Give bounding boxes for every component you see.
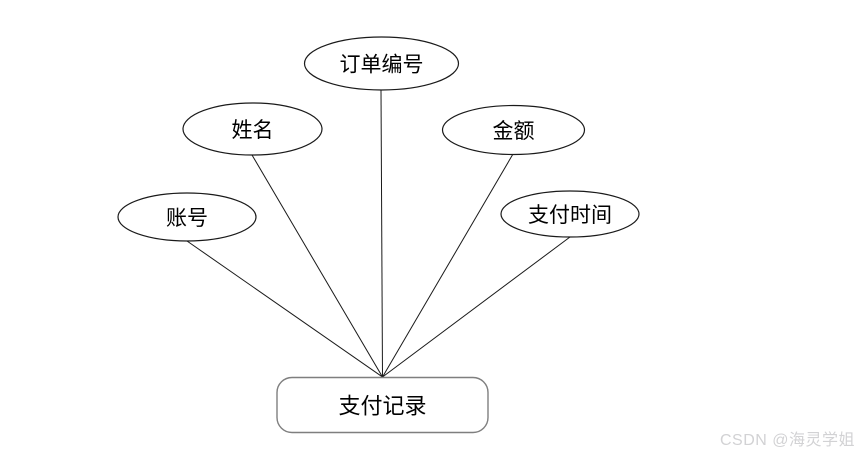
attribute-node-order-number: 订单编号 — [303, 36, 460, 91]
attribute-ellipse-account — [117, 192, 257, 242]
attribute-node-payment-time: 支付时间 — [500, 190, 640, 238]
connector-amount — [382, 153, 514, 378]
connector-order-number — [380, 89, 383, 378]
watermark-text: CSDN @海灵学姐 — [719, 432, 855, 449]
attribute-label-payment-time: 支付时间 — [528, 203, 612, 227]
attribute-label-amount: 金额 — [493, 119, 535, 143]
entity-rect-payment-record — [276, 376, 489, 434]
entity-label-payment-record: 支付记录 — [338, 394, 426, 419]
attribute-ellipse-amount — [441, 104, 586, 156]
attribute-label-name: 姓名 — [232, 118, 274, 142]
attribute-node-name: 姓名 — [182, 102, 323, 156]
connector-name — [251, 154, 383, 378]
attribute-node-amount: 金额 — [441, 104, 586, 156]
attribute-ellipse-name — [182, 102, 323, 156]
attribute-ellipse-order-number — [303, 36, 460, 91]
connector-account — [186, 240, 383, 378]
connector-payment-time — [382, 236, 571, 378]
attribute-label-order-number: 订单编号 — [340, 53, 424, 77]
entity-node-payment-record: 支付记录 — [276, 376, 489, 434]
attribute-label-account: 账号 — [166, 206, 208, 230]
connector-lines — [186, 89, 571, 378]
attribute-node-account: 账号 — [117, 192, 257, 242]
attribute-ellipse-payment-time — [500, 190, 640, 238]
